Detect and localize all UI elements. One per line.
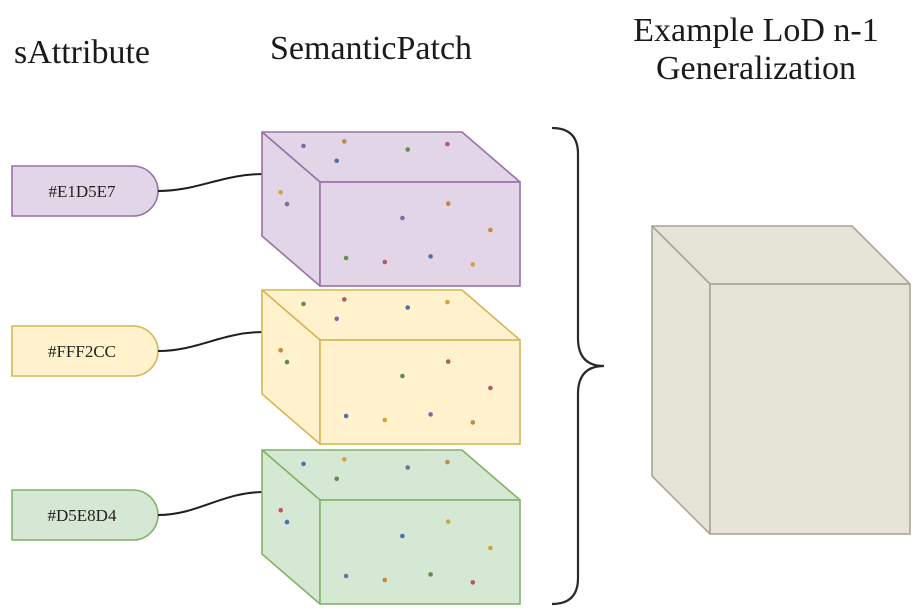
sample-point <box>488 545 493 551</box>
connector-line <box>157 173 265 192</box>
example-lod-heading-line2: Generalization <box>655 50 857 87</box>
attribute-tag <box>11 325 159 377</box>
sample-point <box>400 215 405 221</box>
sample-point <box>445 359 451 364</box>
example-lod-heading-line1: Example LoD n-1 <box>633 12 879 49</box>
patch-box-front-face <box>319 181 521 287</box>
generalized-box <box>651 225 911 535</box>
sample-point <box>382 417 388 423</box>
attribute-row: #FFF2CC <box>11 289 521 445</box>
sample-point <box>342 457 347 462</box>
sample-point <box>445 141 450 147</box>
sample-point <box>470 262 476 267</box>
sample-point <box>428 412 433 417</box>
sample-point <box>445 519 451 524</box>
sample-point <box>405 147 411 152</box>
sample-point <box>301 301 306 307</box>
attribute-patch-rows: #E1D5E7 #FFF2CC #D5E8D4 <box>11 131 521 605</box>
patch-box-front-face <box>319 499 521 605</box>
sample-point <box>428 572 433 577</box>
sample-point <box>343 573 349 579</box>
sample-point <box>488 385 493 391</box>
sample-point <box>284 201 290 207</box>
sample-point <box>382 259 388 265</box>
sample-point <box>445 201 451 206</box>
sample-point <box>284 359 290 365</box>
attribute-row: #D5E8D4 <box>11 449 521 605</box>
attribute-tag <box>11 489 159 541</box>
sample-point <box>445 459 450 465</box>
example-lod-heading: Example LoD n-1 Generalization <box>590 12 922 88</box>
sample-point <box>342 139 347 144</box>
sample-point <box>488 227 493 233</box>
sample-point <box>343 255 349 261</box>
attribute-tag-label: #E1D5E7 <box>48 182 116 201</box>
generalized-box-front-face <box>709 283 911 535</box>
sample-point <box>400 373 405 379</box>
sample-point <box>405 465 411 470</box>
sample-point <box>301 143 306 149</box>
sattribute-heading: sAttribute <box>14 34 150 71</box>
sample-point <box>343 413 349 419</box>
attribute-tag-label: #FFF2CC <box>48 342 116 361</box>
sample-point <box>342 297 347 302</box>
connector-line <box>157 491 265 516</box>
sample-point <box>278 190 284 195</box>
sample-point <box>284 519 290 525</box>
sample-point <box>405 305 411 310</box>
connector-line <box>157 331 265 352</box>
sample-point <box>278 348 284 353</box>
sample-point <box>428 254 433 259</box>
sample-point <box>400 533 405 539</box>
sample-point <box>334 316 340 322</box>
sample-point <box>470 580 476 585</box>
sample-point <box>334 476 340 482</box>
sample-point <box>278 508 284 513</box>
sample-point <box>445 299 450 305</box>
attribute-row: #E1D5E7 <box>11 131 521 287</box>
semantic-patch-heading: SemanticPatch <box>270 30 473 67</box>
sample-point <box>301 461 306 467</box>
sample-point <box>470 420 476 425</box>
sample-point <box>334 158 340 164</box>
grouping-brace <box>551 126 605 606</box>
attribute-tag <box>11 165 159 217</box>
sample-point <box>382 577 388 583</box>
patch-box-front-face <box>319 339 521 445</box>
attribute-tag-label: #D5E8D4 <box>48 506 117 525</box>
